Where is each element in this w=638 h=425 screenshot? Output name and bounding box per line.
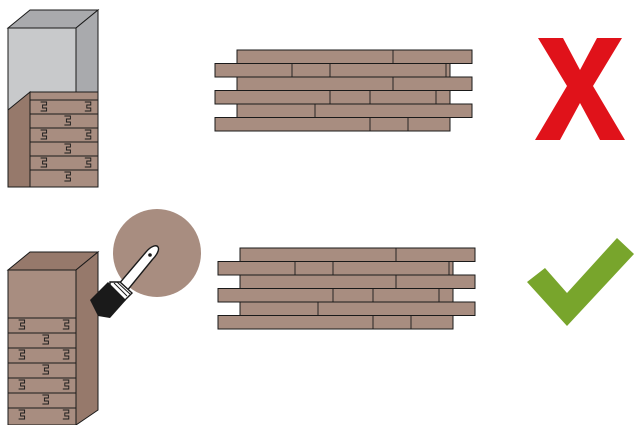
board-plank	[217, 261, 454, 276]
pattern-clip	[84, 129, 92, 140]
pattern-clip	[64, 171, 71, 182]
pattern-clip	[64, 143, 71, 154]
panel-side-boards	[7, 90, 31, 188]
checkmark-icon	[527, 238, 634, 326]
board-plank	[214, 63, 451, 78]
paintbrush-icon	[90, 245, 160, 318]
board-plank	[239, 274, 476, 289]
board-plank	[214, 117, 451, 132]
pattern-clip	[84, 157, 92, 168]
board-plank	[217, 315, 454, 330]
pattern-clip	[62, 409, 70, 420]
pattern-clip	[18, 349, 26, 360]
board-plank	[236, 49, 473, 64]
board-plank	[217, 288, 454, 303]
panel-unpainted	[6, 8, 100, 188]
pattern-clip	[42, 364, 49, 375]
board-stack-painted	[217, 247, 476, 330]
pattern-clip	[84, 101, 92, 112]
pattern-clip	[64, 115, 71, 126]
pattern-clip	[42, 394, 49, 405]
panel-painted	[6, 250, 100, 425]
panel-front-face	[7, 269, 77, 425]
board-plank	[236, 76, 473, 91]
board-plank	[214, 90, 451, 105]
pattern-clip	[40, 129, 48, 140]
pattern-clip	[42, 334, 49, 345]
board-stack-unpainted	[214, 49, 473, 132]
pattern-clip	[40, 157, 48, 168]
board-plank	[239, 247, 476, 262]
board-plank	[236, 103, 473, 118]
pattern-clip	[62, 349, 70, 360]
board-plank	[239, 301, 476, 316]
pattern-clip	[18, 409, 26, 420]
pattern-clip	[62, 319, 70, 330]
panel-board-pattern	[8, 317, 76, 420]
panel-front-boards	[29, 91, 99, 188]
cross-icon	[535, 38, 625, 140]
pattern-clip	[40, 101, 48, 112]
pattern-clip	[18, 319, 26, 330]
unpainted-example	[6, 8, 625, 188]
pattern-clip	[18, 379, 26, 390]
painted-example	[6, 209, 634, 425]
pattern-clip	[62, 379, 70, 390]
panel-board-pattern	[30, 99, 98, 182]
panel-side-face	[75, 250, 99, 425]
